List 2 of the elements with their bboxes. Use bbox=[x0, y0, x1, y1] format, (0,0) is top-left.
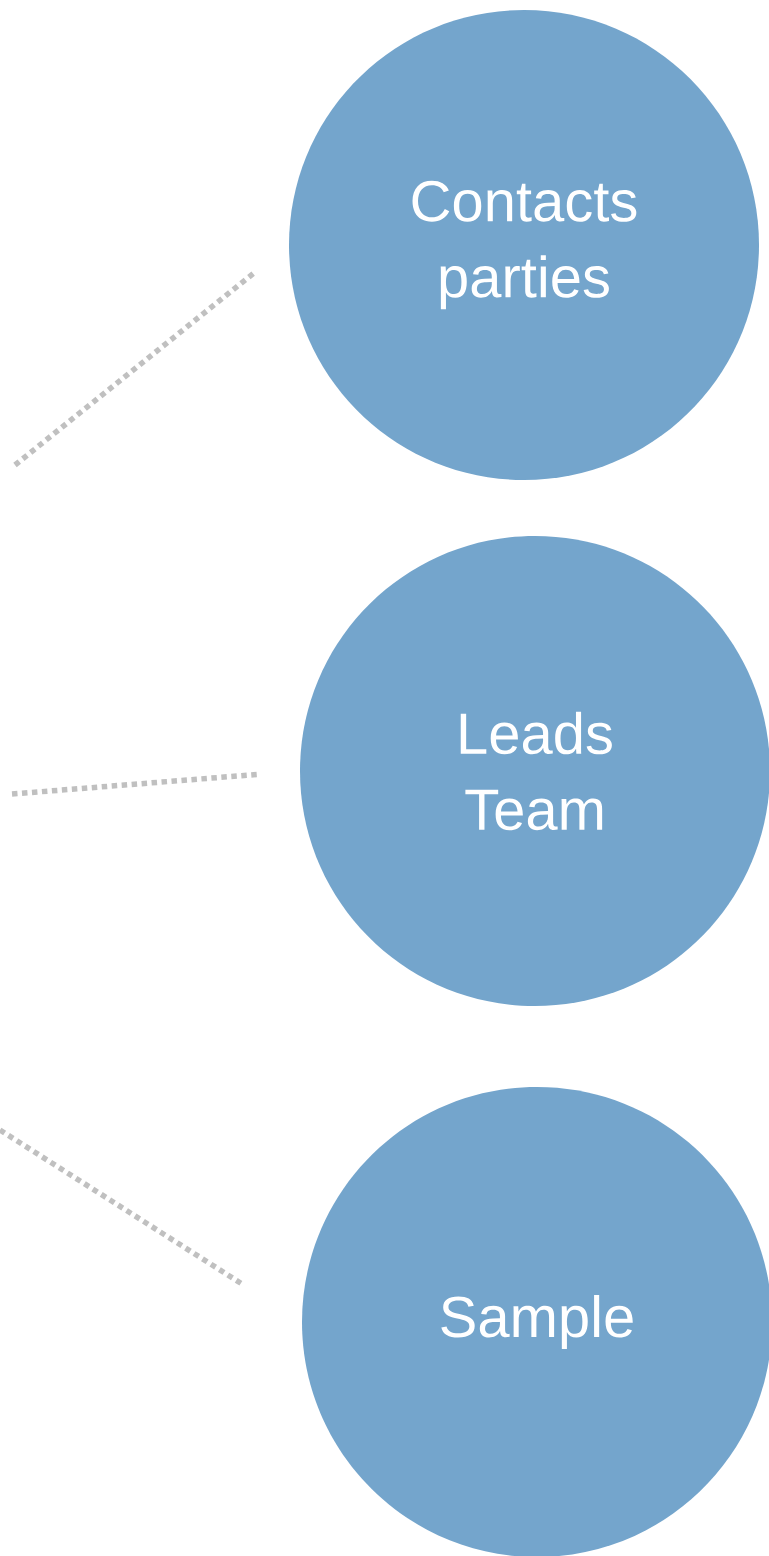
dotted-line bbox=[13, 270, 257, 468]
dotted-line bbox=[0, 1127, 243, 1286]
